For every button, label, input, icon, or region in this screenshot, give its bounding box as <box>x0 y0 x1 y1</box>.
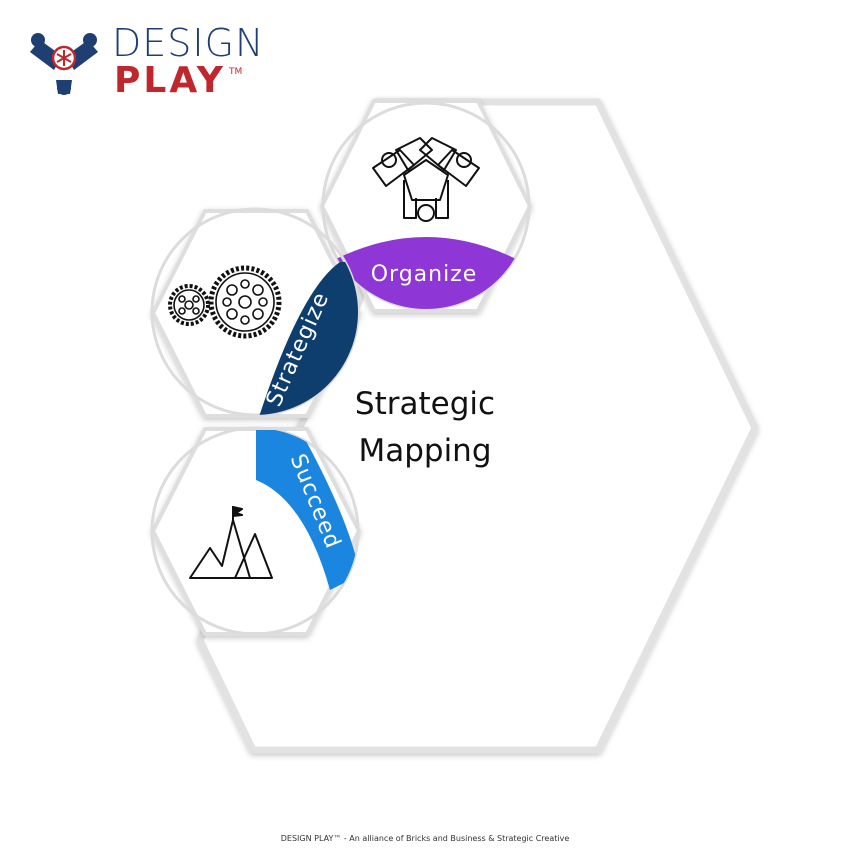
design-play-logo: DESIGN PLAY TM <box>30 21 264 101</box>
mountain-flag-icon <box>189 506 273 579</box>
logo-people-icon <box>30 33 98 95</box>
organize-hexagon: Organize <box>320 99 532 313</box>
logo-word-play: PLAY <box>114 60 226 101</box>
center-title-line1: Strategic <box>355 386 495 422</box>
succeed-hexagon: Succeed <box>150 426 361 636</box>
logo-trademark: TM <box>228 67 242 77</box>
organize-label: Organize <box>371 262 478 287</box>
footer-credit: DESIGN PLAY™ - An alliance of Bricks and… <box>281 834 570 843</box>
center-title-line2: Mapping <box>358 433 491 469</box>
logo-word-design: DESIGN <box>112 21 264 65</box>
teamwork-hands-icon <box>372 137 480 222</box>
gears-icon <box>168 265 282 339</box>
